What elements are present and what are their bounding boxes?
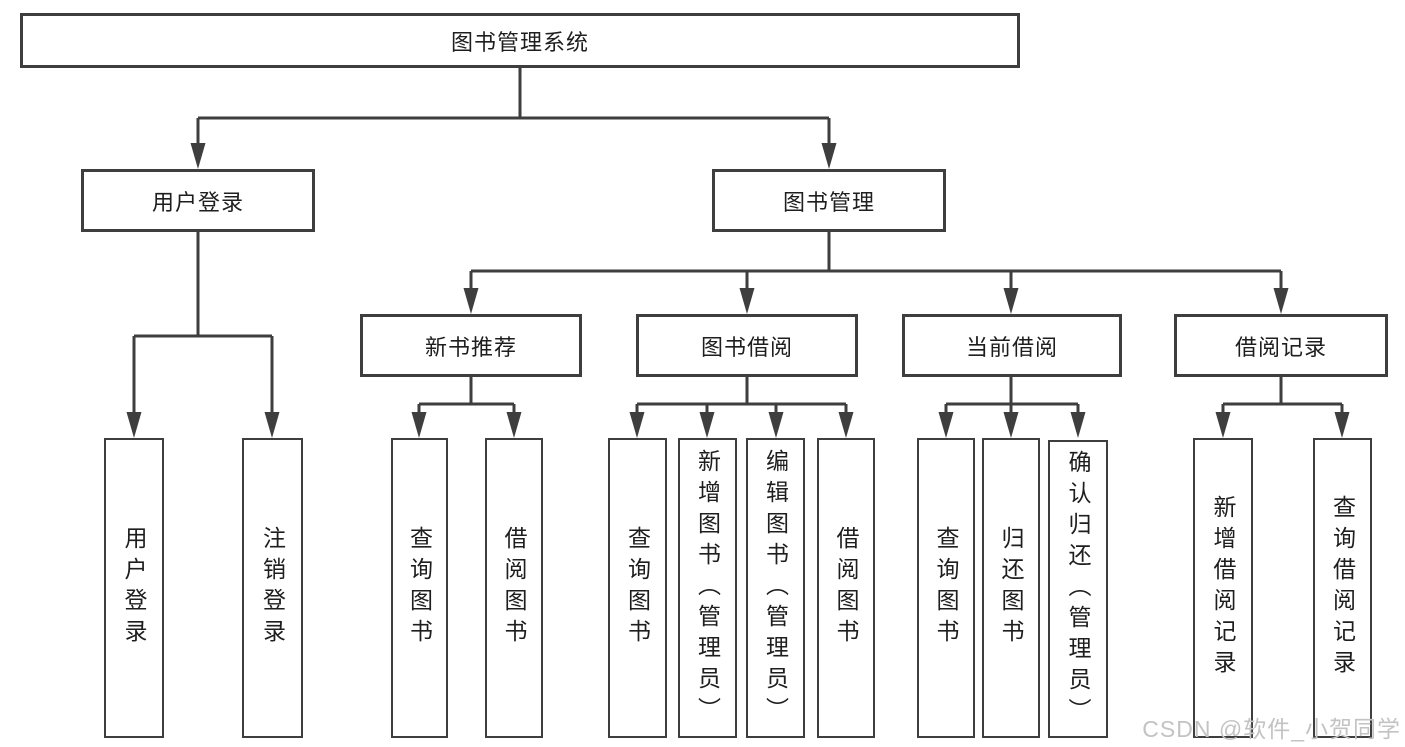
arrowhead-down xyxy=(264,412,280,438)
connector-root-to-level2 xyxy=(190,68,837,169)
leaf-query-borrow-record: 查询借阅记录 xyxy=(1313,438,1372,738)
csdn-watermark: CSDN @软件_小贺同学 xyxy=(1142,716,1401,742)
connector-borrowing-records-branch xyxy=(1215,377,1350,438)
leaf-borrow-books-borrowing: 借阅图书 xyxy=(817,438,875,738)
node-book-management-label: 图书管理 xyxy=(782,189,875,215)
leaf-return-books: 归还图书 xyxy=(982,438,1040,738)
connector-lines xyxy=(417,377,516,430)
arrowhead-down xyxy=(1273,288,1289,314)
arrowhead-down xyxy=(1215,412,1231,438)
leaf-borrow-books-recommend: 借阅图书 xyxy=(485,438,543,738)
node-root-label: 图书管理系统 xyxy=(450,29,589,55)
leaf-add-borrow-record: 新增借阅记录 xyxy=(1193,438,1253,738)
arrowhead-down xyxy=(821,143,837,169)
arrowhead-down xyxy=(739,288,755,314)
arrowhead-down xyxy=(506,412,522,438)
leaf-add-borrow-record-label: 新增借阅记录 xyxy=(1210,495,1236,681)
arrowhead-down xyxy=(838,412,854,438)
leaf-user-login-label: 用户登录 xyxy=(121,526,147,650)
leaf-logout: 注销登录 xyxy=(242,438,303,738)
leaf-confirm-return-admin-label: 确认归还（管理员） xyxy=(1065,449,1091,729)
connector-lines xyxy=(196,68,831,161)
node-book-management: 图书管理 xyxy=(712,169,946,232)
leaf-confirm-return-admin: 确认归还（管理员） xyxy=(1048,440,1108,738)
connector-book-borrowing-branch xyxy=(629,377,854,438)
arrowhead-down xyxy=(190,143,206,169)
connector-lines xyxy=(132,232,274,430)
arrowhead-down xyxy=(411,412,427,438)
arrowhead-down xyxy=(629,412,645,438)
connector-current-borrowing-branch xyxy=(938,377,1086,438)
leaf-edit-book-admin-label: 编辑图书（管理员） xyxy=(762,448,789,728)
leaf-user-login: 用户登录 xyxy=(104,438,164,738)
connector-book-management-branch xyxy=(463,232,1289,314)
arrowhead-down xyxy=(768,412,784,438)
leaf-edit-book-admin: 编辑图书（管理员） xyxy=(746,438,805,738)
node-user-login: 用户登录 xyxy=(81,169,315,232)
arrowhead-down xyxy=(1334,412,1350,438)
node-borrowing-records: 借阅记录 xyxy=(1174,314,1388,377)
connector-lines xyxy=(1221,377,1344,430)
node-root: 图书管理系统 xyxy=(20,13,1020,68)
leaf-query-books-recommend: 查询图书 xyxy=(391,438,448,738)
connector-user-login-branch xyxy=(126,232,280,438)
connector-lines xyxy=(469,232,1283,306)
arrowhead-down xyxy=(938,412,954,438)
node-new-book-recommend: 新书推荐 xyxy=(360,314,582,377)
leaf-logout-label: 注销登录 xyxy=(259,526,286,650)
arrowhead-down xyxy=(1003,288,1019,314)
leaf-add-book-admin: 新增图书（管理员） xyxy=(678,438,737,738)
connector-new-book-recommend-branch xyxy=(411,377,522,438)
arrowhead-down xyxy=(1070,412,1086,438)
leaf-query-books-current-label: 查询图书 xyxy=(933,526,959,650)
leaf-return-books-label: 归还图书 xyxy=(998,526,1024,650)
node-current-borrowing-label: 当前借阅 xyxy=(965,334,1058,360)
leaf-query-books-recommend-label: 查询图书 xyxy=(406,526,433,650)
leaf-borrow-books-recommend-label: 借阅图书 xyxy=(501,526,527,650)
arrowhead-down xyxy=(1003,412,1019,438)
leaf-query-books-borrowing-label: 查询图书 xyxy=(624,526,651,650)
node-current-borrowing: 当前借阅 xyxy=(902,314,1122,377)
arrowhead-down xyxy=(126,412,142,438)
leaf-query-books-borrowing: 查询图书 xyxy=(608,438,667,738)
node-new-book-recommend-label: 新书推荐 xyxy=(424,334,517,360)
leaf-borrow-books-borrowing-label: 借阅图书 xyxy=(833,526,859,650)
arrowhead-down xyxy=(699,412,715,438)
node-book-borrowing-label: 图书借阅 xyxy=(700,334,793,360)
node-book-borrowing: 图书借阅 xyxy=(636,314,858,377)
leaf-add-book-admin-label: 新增图书（管理员） xyxy=(694,448,721,728)
connector-lines xyxy=(635,377,848,430)
leaf-query-books-current: 查询图书 xyxy=(917,438,975,738)
node-borrowing-records-label: 借阅记录 xyxy=(1234,334,1327,360)
arrowhead-down xyxy=(463,288,479,314)
node-user-login-label: 用户登录 xyxy=(151,189,244,215)
leaf-query-borrow-record-label: 查询借阅记录 xyxy=(1329,495,1356,681)
